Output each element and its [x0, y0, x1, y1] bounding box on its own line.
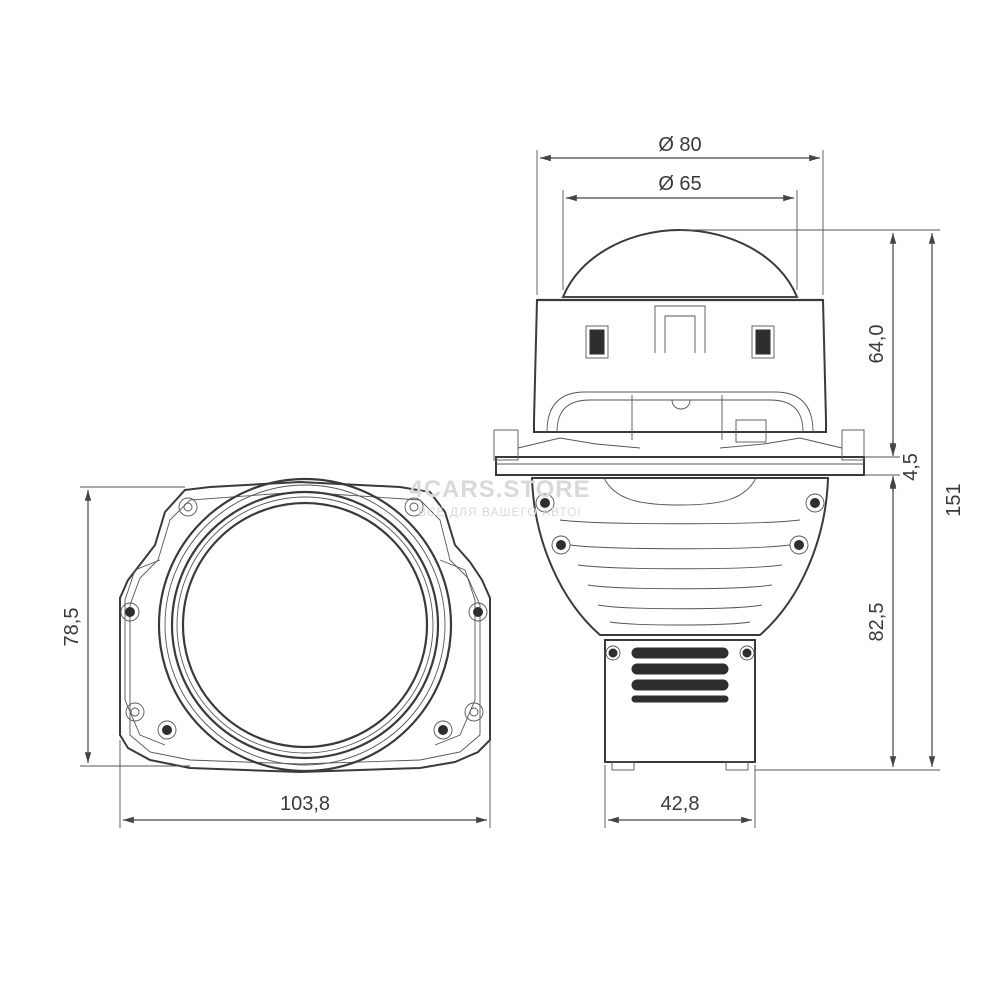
reflector-cage	[546, 391, 814, 433]
screw-icon	[535, 493, 555, 513]
screw-icon	[157, 720, 177, 740]
dim-front-width: 103,8	[119, 740, 491, 828]
holder-clip-right	[751, 325, 775, 359]
lens-ring-4	[176, 496, 434, 754]
holder-tab-center	[654, 305, 706, 353]
front-flange-plate	[119, 480, 491, 774]
screw-icon	[178, 497, 198, 517]
lens-holder	[533, 299, 827, 433]
lens-dome	[561, 228, 799, 298]
front-screws	[120, 497, 488, 740]
lens-ring-2	[164, 484, 446, 766]
dim-front-height: 78,5	[61, 486, 190, 767]
reflector-body	[530, 477, 830, 636]
side-view	[493, 228, 865, 771]
holder-clip-left	[585, 325, 609, 359]
dim-upper-height: 64,0	[866, 233, 897, 454]
lens-outer-ring	[157, 477, 453, 773]
screw-icon	[464, 702, 484, 722]
heatsink-base	[604, 639, 756, 763]
flange-thickness-label: 4,5	[900, 453, 922, 481]
dim-total-height: 151	[928, 233, 965, 767]
screw-icon	[125, 702, 145, 722]
dim-outer-diameter: Ø 80	[536, 134, 824, 295]
screw-icon	[789, 535, 809, 555]
lens-ring-3	[170, 490, 440, 760]
front-view	[119, 477, 491, 774]
front-left-tab	[124, 559, 166, 746]
screw-icon	[433, 720, 453, 740]
dim-flange-thickness: 4,5	[889, 440, 922, 492]
screw-icon	[805, 493, 825, 513]
lens-glass	[181, 501, 429, 749]
upper-height-label: 64,0	[866, 325, 888, 364]
lower-height-label: 82,5	[866, 603, 888, 642]
dim-lens-diameter: Ø 65	[562, 173, 798, 290]
mounting-flange	[495, 456, 865, 476]
screw-icon	[605, 645, 621, 661]
watermark-brand: 4CARS.STORE	[409, 476, 590, 503]
base-width-label: 42,8	[661, 793, 700, 815]
screw-icon	[551, 535, 571, 555]
front-height-label: 78,5	[61, 608, 83, 647]
front-right-tab	[434, 559, 476, 746]
total-height-label: 151	[943, 483, 965, 516]
dim-lower-height: 82,5	[866, 478, 897, 767]
dim-base-width: 42,8	[604, 765, 756, 828]
front-width-label: 103,8	[280, 793, 330, 815]
watermark-tagline: ВСЁ ДЛЯ ВАШЕГО АВТО!	[418, 505, 581, 519]
screw-icon	[468, 602, 488, 622]
outer-diameter-label: Ø 80	[658, 134, 701, 156]
lens-diameter-label: Ø 65	[658, 173, 701, 195]
screw-icon	[739, 645, 755, 661]
screw-icon	[404, 497, 424, 517]
screw-icon	[120, 602, 140, 622]
watermark: 4CARS.STORE ВСЁ ДЛЯ ВАШЕГО АВТО!	[409, 476, 590, 519]
